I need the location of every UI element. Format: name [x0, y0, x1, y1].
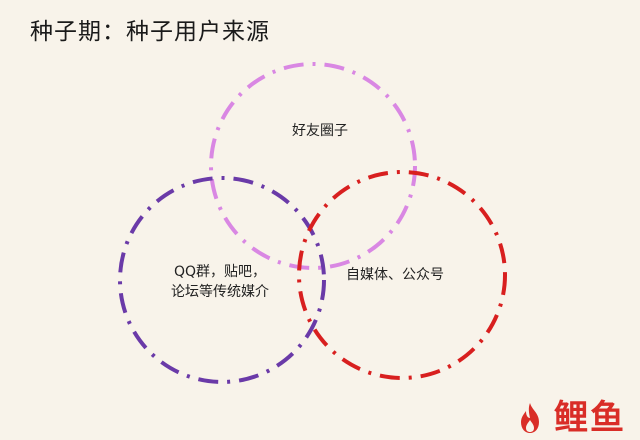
circle-label-right: 自媒体、公众号	[330, 265, 460, 285]
circle-label-left-line-2: 论坛等传统媒介	[171, 284, 269, 300]
circle-label-right-line: 自媒体、公众号	[346, 267, 444, 283]
watermark-logo: 鲤鱼	[512, 396, 626, 436]
circle-label-top-line: 好友圈子	[292, 123, 348, 139]
circle-label-top: 好友圈子	[250, 121, 390, 141]
circle-label-left: QQ群，贴吧， 论坛等传统媒介	[145, 262, 295, 302]
watermark-text: 鲤鱼	[554, 398, 626, 438]
circle-label-left-line-1: QQ群，贴吧，	[173, 264, 267, 280]
circle-right	[297, 170, 507, 380]
page-title: 种子期：种子用户来源	[30, 19, 270, 45]
circle-left	[118, 176, 326, 384]
circle-top	[209, 62, 417, 270]
fire-icon	[521, 403, 539, 433]
